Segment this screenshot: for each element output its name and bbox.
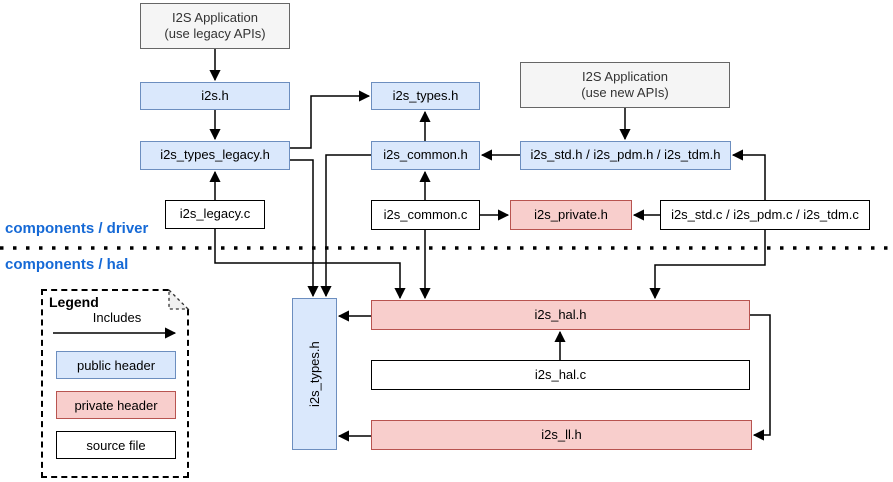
edge-i2s-hal-h-to-i2s-ll-h bbox=[750, 314, 771, 441]
node-i2s-private-h: i2s_private.h bbox=[510, 200, 632, 230]
node-i2s-legacy-c: i2s_legacy.c bbox=[165, 200, 265, 229]
node-i2s-types-h: i2s_types.h bbox=[371, 82, 480, 110]
node-i2s-hal-h: i2s_hal.h bbox=[371, 300, 750, 330]
section-label-hal: components / hal bbox=[5, 256, 129, 273]
legend-item-private-header: private header bbox=[56, 391, 176, 419]
edge-i2s-types-legacy-h-to-i2s-types-h bbox=[290, 90, 371, 149]
edge-i2s-common-h-to-i2s-types-h-hal bbox=[320, 154, 371, 298]
legend-panel: Legend Includes public header private he… bbox=[41, 289, 189, 478]
edge-i2s-std-c-to-i2s-hal-h bbox=[649, 230, 766, 300]
node-i2s-common-h: i2s_common.h bbox=[371, 141, 480, 170]
legend-item-source-file: source file bbox=[56, 431, 176, 459]
section-label-driver: components / driver bbox=[5, 220, 149, 237]
node-i2s-types-legacy-h: i2s_types_legacy.h bbox=[140, 141, 290, 170]
legend-item-public-header: public header bbox=[56, 351, 176, 379]
node-i2s-std-pdm-tdm-h: i2s_std.h / i2s_pdm.h / i2s_tdm.h bbox=[520, 141, 731, 170]
node-i2s-application-legacy: I2S Application (use legacy APIs) bbox=[140, 3, 290, 49]
legend-includes-label: Includes bbox=[92, 310, 142, 325]
node-i2s-application-new: I2S Application (use new APIs) bbox=[520, 62, 730, 108]
node-i2s-h: i2s.h bbox=[140, 82, 290, 110]
node-i2s-std-pdm-tdm-c: i2s_std.c / i2s_pdm.c / i2s_tdm.c bbox=[660, 200, 870, 230]
edge-i2s-legacy-c-to-i2s-hal-h bbox=[214, 229, 406, 300]
node-i2s-types-h-hal: i2s_types.h bbox=[292, 298, 337, 450]
node-i2s-types-h-hal-label: i2s_types.h bbox=[306, 341, 322, 407]
legend-title: Legend bbox=[49, 294, 99, 310]
node-i2s-hal-c: i2s_hal.c bbox=[371, 360, 750, 390]
edge-i2s-std-c-to-i2s-std-h bbox=[731, 149, 766, 200]
node-i2s-ll-h: i2s_ll.h bbox=[371, 420, 752, 450]
edge-i2s-types-legacy-h-to-i2s-types-h-hal bbox=[290, 159, 319, 298]
node-i2s-common-c: i2s_common.c bbox=[371, 200, 480, 230]
